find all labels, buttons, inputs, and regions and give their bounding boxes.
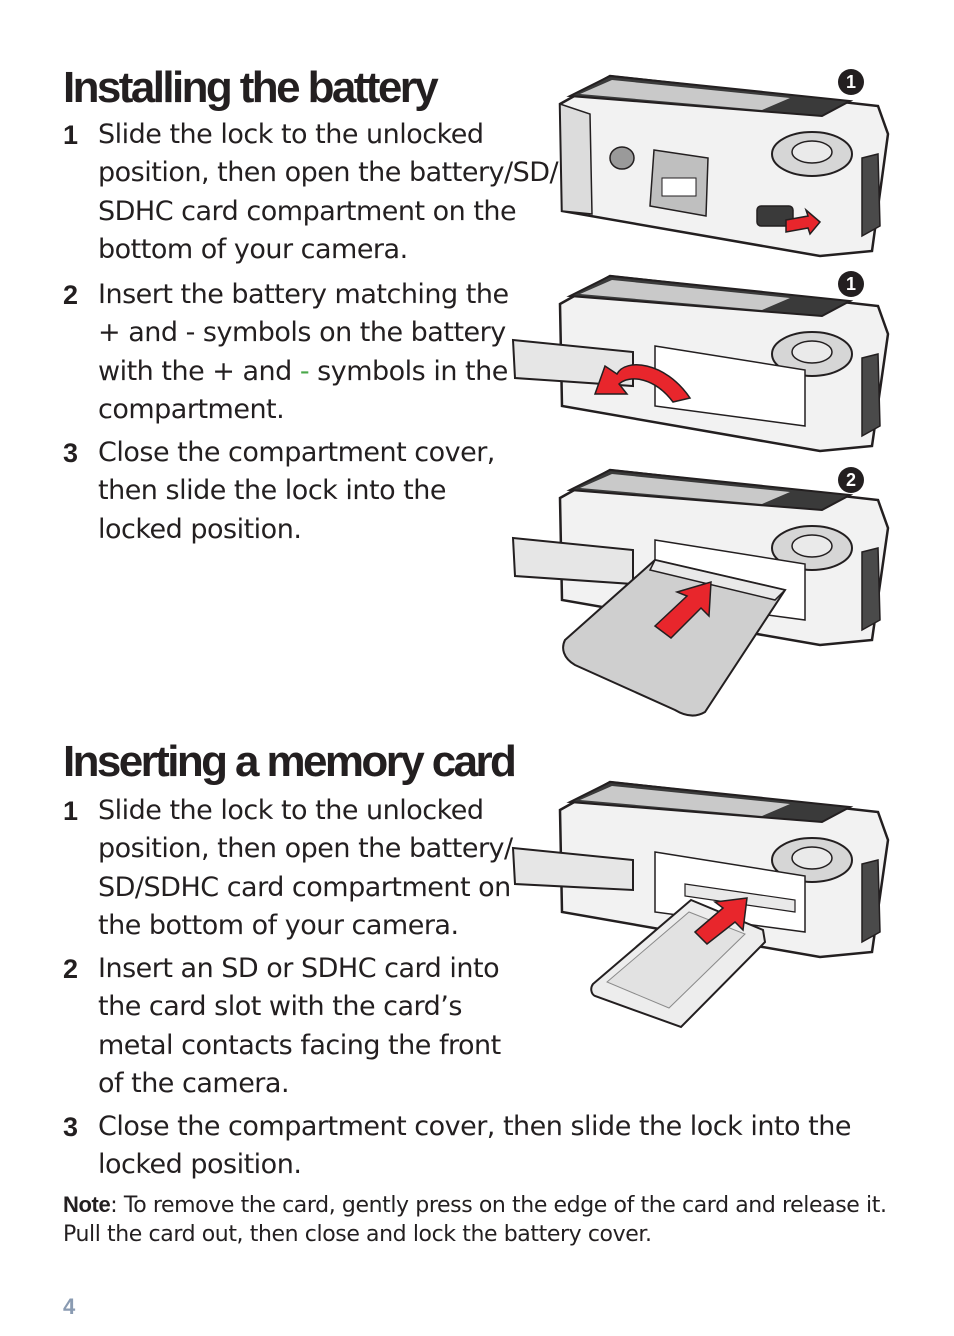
- note: Note: To remove the card, gently press o…: [63, 1190, 893, 1249]
- step-text-line: locked position.: [98, 1149, 302, 1181]
- step-number: 2: [63, 954, 78, 984]
- step-text-line: Slide the lock to the unlocked: [98, 119, 484, 150]
- step-text-line: SDHC card compartment on the: [98, 195, 517, 227]
- step-number: 2: [63, 280, 78, 310]
- step-text-line: Close the compartment cover,: [98, 437, 495, 468]
- step-text-part: symbols in the: [309, 355, 508, 387]
- step-number: 1: [63, 796, 78, 826]
- step-text-line: + and - symbols on the battery: [98, 317, 506, 349]
- step-badge: 1: [838, 271, 864, 297]
- camera-insert-sd-card-illustration: [511, 780, 890, 1029]
- camera-unlock-illustration: [558, 74, 890, 258]
- step-number: 3: [63, 438, 78, 468]
- step-text-line: compartment.: [98, 393, 285, 425]
- page-number: 4: [63, 1294, 76, 1319]
- step-number: 1: [63, 120, 78, 150]
- step-text-line: the bottom of your camera.: [98, 909, 459, 941]
- step-text-line: position, then open the battery/: [98, 833, 513, 865]
- camera-open-cover-illustration: [511, 274, 890, 453]
- note-label: Note: [63, 1192, 111, 1217]
- camera-insert-battery-illustration: [511, 468, 890, 717]
- step-badge: 1: [838, 69, 864, 95]
- step-text-line: Insert the battery matching the: [98, 279, 509, 310]
- step-badge: 2: [838, 467, 864, 493]
- step-text-line: metal contacts facing the front: [98, 1029, 501, 1061]
- step-text-line: SD/SDHC card compartment on: [98, 871, 511, 903]
- step-text-line: the card slot with the card’s: [98, 991, 462, 1023]
- note-text: : To remove the card, gently press on th…: [63, 1193, 887, 1247]
- step-text-line: bottom of your camera.: [98, 233, 408, 265]
- section-title-memory-card: Inserting a memory card: [63, 737, 517, 786]
- step-text-line: position, then open the battery/SD/: [98, 157, 559, 189]
- step-text-line: of the camera.: [98, 1067, 290, 1099]
- step-text-part: with the + and: [98, 355, 300, 387]
- step-text-line: Close the compartment cover, then slide …: [98, 1111, 851, 1142]
- step-text-line: then slide the lock into the: [98, 475, 446, 507]
- step-text-line: Slide the lock to the unlocked: [98, 795, 484, 826]
- step-number: 3: [63, 1112, 78, 1142]
- step-text-line: locked position.: [98, 513, 302, 545]
- step-text-line: Insert an SD or SDHC card into: [98, 953, 500, 984]
- step-text-line: with the + and - symbols in the: [98, 353, 509, 391]
- section-title-battery: Installing the battery: [63, 63, 439, 112]
- minus-symbol: -: [299, 355, 310, 387]
